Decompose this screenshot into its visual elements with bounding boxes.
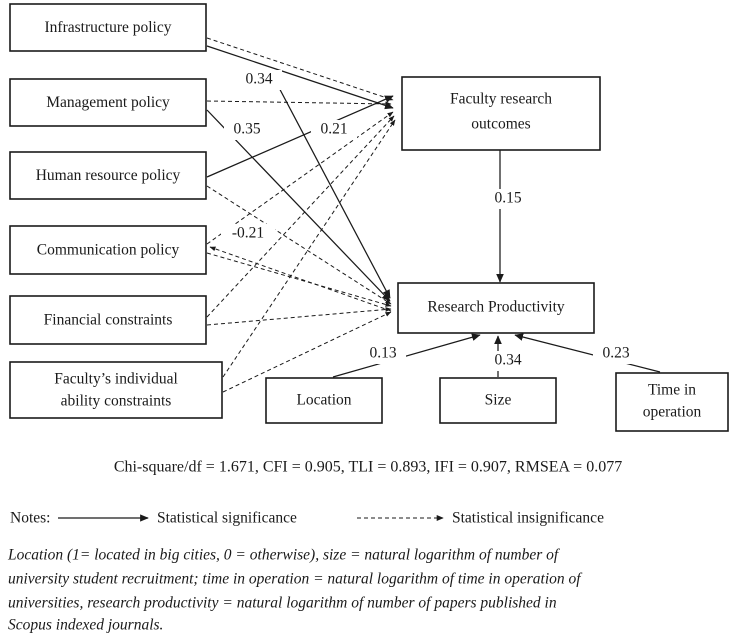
path-timeinoperation-to-productivity-solid: [514, 333, 661, 373]
path-location-to-productivity-solid: [332, 333, 481, 378]
node-box: [265, 377, 383, 424]
node-box: [9, 3, 207, 52]
footnote: Location (1= located in big cities, 0 = …: [7, 547, 583, 634]
node-box: [9, 151, 207, 200]
node-communication-policy[interactable]: Communication policy: [9, 225, 207, 275]
path-infrastructure-to-outcomes-solid: [206, 45, 394, 110]
node-box: [401, 76, 601, 151]
coefficient-0-34-size: 0.34: [494, 352, 521, 369]
node-label: Human resource policy: [36, 167, 181, 184]
node-size[interactable]: Size: [439, 377, 557, 424]
node-label-line1: Faculty’s individual: [54, 371, 178, 388]
node-time-in-operation[interactable]: Time in operation: [615, 372, 729, 432]
legend-insignificant-label: Statistical insignificance: [452, 510, 604, 527]
significant-path-group: [206, 45, 661, 378]
path-management-to-productivity-solid: [206, 109, 391, 302]
path-humanresource-to-productivity-dashed: [206, 185, 392, 305]
path-management-to-outcomes-dashed: [206, 100, 392, 107]
node-faculty-research-outcomes[interactable]: Faculty research outcomes: [401, 76, 601, 151]
coefficient-0-35: 0.35: [233, 121, 260, 138]
coefficient-label-group: 0.34 0.35 0.21 -0.21 0.15 0.13 0.34 0.23: [221, 70, 639, 371]
node-label-line2: ability constraints: [61, 393, 172, 410]
coefficient-neg-0-21: -0.21: [232, 225, 264, 242]
node-label: Financial constraints: [44, 312, 173, 329]
node-label: Research Productivity: [427, 299, 565, 316]
exogenous-node-group: Infrastructure policy Management policy …: [9, 3, 223, 419]
node-box: [439, 377, 557, 424]
coef-mask: [485, 351, 531, 371]
path-communication-to-productivity-dashed: [206, 252, 392, 307]
node-management-policy[interactable]: Management policy: [9, 78, 207, 127]
coef-mask: [593, 344, 639, 364]
node-box: [615, 372, 729, 432]
node-faculty-individual-ability-constraints[interactable]: Faculty’s individual ability constraints: [9, 361, 223, 419]
coef-mask: [236, 70, 282, 90]
legend-prefix: Notes:: [10, 510, 50, 527]
path-facultyability-to-outcomes-dashed: [222, 119, 396, 378]
node-label: Size: [485, 392, 512, 409]
coef-mask: [311, 120, 357, 140]
coefficient-0-23: 0.23: [602, 345, 629, 362]
footnote-line-4: Scopus indexed journals.: [8, 617, 163, 634]
coef-mask: [360, 344, 406, 364]
node-box: [9, 225, 207, 275]
path-communication-to-outcomes-dashed: [206, 111, 394, 245]
path-financial-to-outcomes-dashed: [206, 115, 395, 318]
path-facultyability-to-productivity-dashed: [222, 311, 392, 393]
path-humanresource-to-outcomes-solid: [206, 95, 394, 178]
node-box: [397, 282, 595, 334]
path-financial-to-productivity-dashed: [206, 307, 392, 326]
node-label-line1: Time in: [648, 382, 696, 399]
coefficient-0-21: 0.21: [320, 121, 347, 138]
node-infrastructure-policy[interactable]: Infrastructure policy: [9, 3, 207, 52]
node-label-line2: operation: [643, 404, 702, 421]
coef-mask: [221, 224, 275, 244]
coefficient-0-13: 0.13: [369, 345, 396, 362]
node-label: Management policy: [46, 94, 170, 111]
path-negative-021-to-communication-dashed: [209, 246, 392, 312]
node-box: [9, 295, 207, 345]
node-label: Infrastructure policy: [45, 19, 172, 36]
node-location[interactable]: Location: [265, 377, 383, 424]
insignificant-path-group: [206, 37, 396, 393]
fit-indices-line: Chi-square/df = 1.671, CFI = 0.905, TLI …: [114, 459, 622, 476]
legend-significant-label: Statistical significance: [157, 510, 297, 527]
coefficient-0-34: 0.34: [245, 71, 272, 88]
node-label: Communication policy: [37, 242, 180, 259]
legend: Notes: Statistical significance Statisti…: [10, 510, 604, 527]
node-human-resource-policy[interactable]: Human resource policy: [9, 151, 207, 200]
node-box: [9, 78, 207, 127]
node-label-line1: Faculty research: [450, 91, 552, 108]
endogenous-node-group: Faculty research outcomes Research Produ…: [397, 76, 601, 334]
coefficient-0-15: 0.15: [494, 190, 521, 207]
node-box: [9, 361, 223, 419]
node-label: Location: [296, 392, 351, 409]
coef-mask: [485, 189, 531, 209]
footnote-line-3: universities, research productivity = na…: [8, 595, 557, 612]
node-financial-constraints[interactable]: Financial constraints: [9, 295, 207, 345]
path-infrastructure-to-outcomes-dashed: [206, 37, 394, 101]
control-node-group: Location Size Time in operation: [265, 372, 729, 432]
footnote-line-2: university student recruitment; time in …: [8, 571, 583, 588]
footnote-line-1: Location (1= located in big cities, 0 = …: [7, 547, 561, 564]
coef-mask: [224, 120, 270, 140]
node-label-line2: outcomes: [471, 116, 530, 133]
path-021-crossing-solid: [275, 81, 391, 299]
node-research-productivity[interactable]: Research Productivity: [397, 282, 595, 334]
